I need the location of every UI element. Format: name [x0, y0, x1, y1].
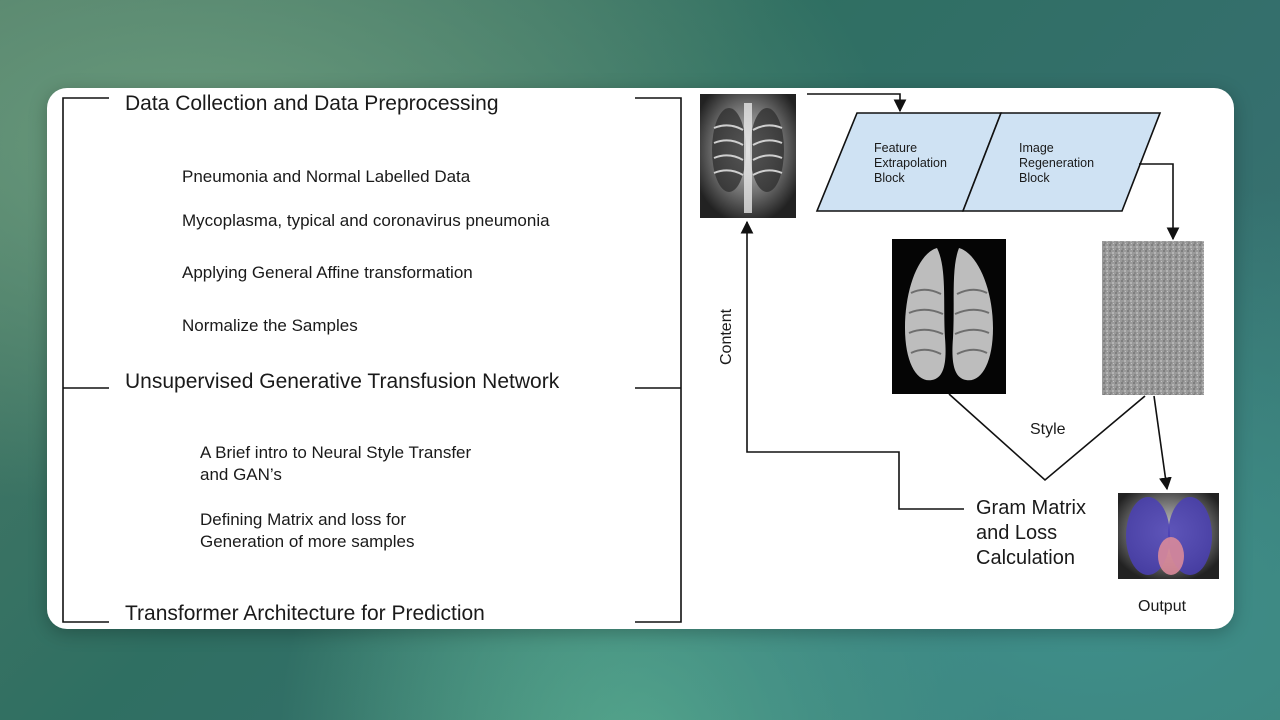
style-label: Style — [1030, 421, 1066, 438]
section3-title: Transformer Architecture for Prediction — [125, 602, 485, 625]
flow-arrow — [807, 93, 907, 113]
gram-matrix-label: and Loss — [976, 522, 1057, 544]
section2-item: Defining Matrix and loss for — [200, 510, 406, 529]
output-label: Output — [1138, 598, 1187, 615]
image-regeneration-block: Image Regeneration Block — [961, 112, 1162, 212]
slide-canvas: Data Collection and Data Preprocessing P… — [62, 92, 1219, 625]
section2-title: Unsupervised Generative Transfusion Netw… — [125, 370, 560, 393]
section1-title: Data Collection and Data Preprocessing — [125, 92, 499, 115]
section2-item: Generation of more samples — [200, 532, 415, 551]
svg-text:Block: Block — [1019, 171, 1050, 185]
section1-item: Normalize the Samples — [182, 316, 358, 335]
section1-item: Applying General Affine transformation — [182, 263, 473, 282]
gram-matrix-label: Gram Matrix — [976, 497, 1086, 519]
feature-extrapolation-block: Feature Extrapolation Block — [815, 112, 1003, 212]
svg-text:Block: Block — [874, 171, 905, 185]
style-lung-image — [892, 239, 1006, 394]
svg-text:Extrapolation: Extrapolation — [874, 156, 947, 170]
noise-image — [1102, 241, 1204, 395]
section2-item: and GAN’s — [200, 465, 282, 484]
content-feedback-arrow — [740, 220, 964, 510]
svg-text:Regeneration: Regeneration — [1019, 156, 1094, 170]
section2-item: A Brief intro to Neural Style Transfer — [200, 443, 472, 462]
svg-text:Feature: Feature — [874, 141, 917, 155]
flow-arrow — [1139, 163, 1180, 241]
slide-card: Data Collection and Data Preprocessing P… — [47, 88, 1234, 629]
outline-brackets — [62, 97, 682, 623]
section1-item: Mycoplasma, typical and coronavirus pneu… — [182, 211, 550, 230]
input-xray-image — [700, 94, 796, 218]
flow-arrow — [1153, 395, 1172, 491]
gram-matrix-label: Calculation — [976, 547, 1075, 569]
svg-text:Image: Image — [1019, 141, 1054, 155]
output-segmented-xray — [1118, 493, 1219, 579]
content-label: Content — [718, 308, 735, 365]
style-connector — [948, 393, 1146, 482]
section1-item: Pneumonia and Normal Labelled Data — [182, 167, 471, 186]
